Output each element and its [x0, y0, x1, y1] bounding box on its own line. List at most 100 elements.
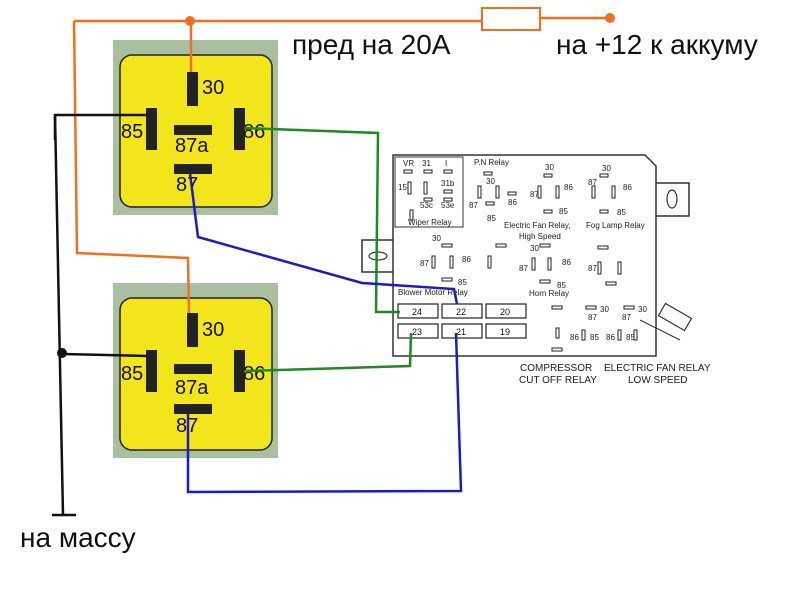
fuse-number: 20 [500, 307, 510, 317]
horn-relay-label: Horn Relay [529, 289, 569, 298]
fb-pin-label: 87 [530, 190, 539, 199]
relay-pin-30 [187, 72, 198, 106]
efr-low-label-1: ELECTRIC FAN RELAY [604, 363, 711, 374]
fuse-slot[interactable] [485, 303, 527, 319]
relay-pin-87 [174, 164, 212, 174]
pn-relay-label: P.N Relay [474, 158, 509, 167]
fb-i-label: I [445, 159, 447, 168]
fb-pin-label: 30 [600, 305, 609, 314]
fb-pin-label: 86 [562, 258, 571, 267]
efr-high-label-1: Electric Fan Relay, [504, 221, 571, 230]
fusebox-mount-hole [666, 189, 678, 209]
fb-pin-label: 85 [590, 333, 599, 342]
fb-pin-label: 30 [486, 177, 495, 186]
relay-pin-30-label: 30 [202, 319, 224, 341]
ground-wires [52, 113, 148, 517]
relay-pin-85-label: 85 [121, 121, 143, 143]
fb-pin-label: 85 [559, 207, 568, 216]
relay-pin-87 [174, 404, 212, 414]
relay-pin-87a [174, 364, 212, 374]
fb-pin-label: 87 [622, 313, 631, 322]
fusebox-mount-hole [368, 251, 388, 261]
fuse-slot[interactable] [485, 323, 527, 339]
relay-pin-86 [234, 350, 245, 392]
control-wires [243, 126, 413, 373]
fb-pin-label: 86 [508, 198, 517, 207]
compressor-relay-label-1: COMPRESSOR [520, 363, 592, 374]
output-wire-relay1-87 [188, 172, 459, 305]
fb-pin-label: 87 [420, 259, 429, 268]
fb-pin-label: 86 [462, 255, 471, 264]
control-wire-relay2-86 [243, 332, 413, 373]
ground-label: на массу [20, 522, 136, 553]
fuse-number: 24 [412, 307, 422, 317]
inline-fuse [481, 7, 541, 31]
relay-pin-30 [187, 313, 198, 347]
compressor-relay-label-2: CUT OFF RELAY [519, 375, 597, 386]
power-junction [185, 16, 195, 26]
fb-15-label: 15 [398, 183, 407, 192]
fusebox-clip [657, 302, 693, 332]
fuse-number: 23 [412, 327, 422, 337]
battery-terminal [605, 13, 615, 23]
fuse-slot[interactable] [397, 323, 439, 339]
fb-pin-label: 86 [623, 183, 632, 192]
fusebox-edge [639, 319, 681, 341]
fuse-number: 22 [456, 307, 466, 317]
fuse-row-top: 24 22 20 [397, 303, 527, 319]
fb-53e-label: 53e [441, 201, 455, 210]
fog-lamp-relay-label: Fog Lamp Relay [586, 221, 645, 230]
fb-pin-label: 85 [458, 278, 467, 287]
wiper-relay-panel [394, 156, 464, 228]
fb-31b-label: 31b [441, 179, 455, 188]
fuse-row-bottom: 23 21 19 [397, 323, 527, 339]
efr-high-label-2: High Speed [519, 232, 561, 241]
control-wire-relay1-86 [243, 126, 400, 314]
power-wire-relay2-30 [72, 20, 191, 314]
fb-pin-label: 86 [606, 333, 615, 342]
fb-vr-label: VR [403, 159, 414, 168]
fb-pin-label: 86 [570, 333, 579, 342]
power-wires [72, 16, 610, 314]
relay-pin-87a-label: 87a [175, 377, 209, 399]
fb-pin-label: 87 [588, 178, 597, 187]
fb-pin-label: 87 [469, 201, 478, 210]
ground-wire-main [53, 114, 65, 516]
fb-terminals [403, 169, 638, 352]
relay-pin-86-label: 86 [243, 363, 265, 385]
fb-pin-label: 87 [588, 264, 597, 273]
fuse-number: 19 [500, 327, 510, 337]
fb-pin-label: 30 [638, 305, 647, 314]
fb-pin-label: 85 [557, 281, 566, 290]
fuse-number: 21 [456, 327, 466, 337]
relay-pin-86 [234, 108, 245, 150]
relay-pin-86-label: 86 [243, 121, 265, 143]
ground-wire-relay2 [62, 352, 148, 358]
fuse-slot[interactable] [441, 303, 483, 319]
fb-pin-label: 30 [432, 234, 441, 243]
fb-pin-label: 30 [545, 163, 554, 172]
fb-53c-label: 53c [420, 201, 433, 210]
fb-pin-label: 30 [602, 164, 611, 173]
fb-pin-label: 85 [617, 208, 626, 217]
fb-pin-label: 30 [530, 244, 539, 253]
relay-pin-87a-label: 87a [175, 135, 209, 157]
fuse-slot[interactable] [441, 323, 483, 339]
relay-pin-85-label: 85 [121, 363, 143, 385]
fb-pin-label: 87 [588, 313, 597, 322]
relay-pin-85 [146, 108, 157, 150]
output-wires [186, 172, 463, 494]
relay-bottom: 30 85 86 87a 87 [113, 283, 278, 458]
ground-junction [57, 348, 67, 358]
blower-motor-relay-label: Blower Motor Relay [398, 288, 468, 297]
fb-pin-label: 86 [564, 183, 573, 192]
relay-pin-85 [146, 350, 157, 392]
relay-pin-87a [174, 125, 212, 135]
relay-pin-87-label: 87 [176, 174, 198, 196]
fb-pin-label: 87 [519, 264, 528, 273]
battery-label: на +12 к аккуму [556, 29, 758, 60]
fuse-label: пред на 20А [292, 29, 451, 60]
output-wire-relay2-87 [186, 332, 463, 494]
fb-pin-label: 85 [487, 214, 496, 223]
